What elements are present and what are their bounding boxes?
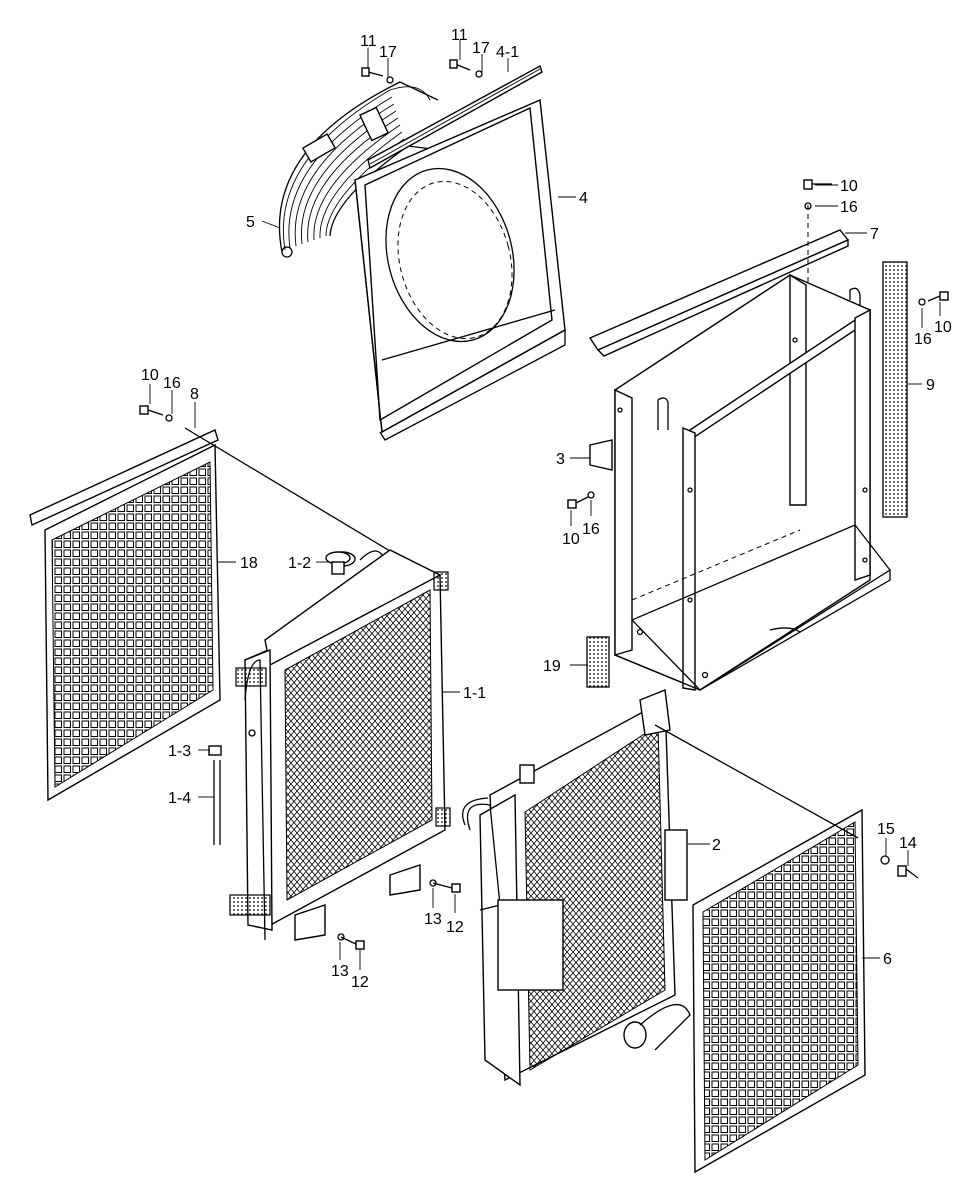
fan-shroud-part-4 <box>354 64 566 441</box>
oil-cooler-part-2 <box>462 689 691 1087</box>
top-plate-part-7 <box>588 179 850 357</box>
callout-7: 7 <box>870 226 879 243</box>
callout-5: 5 <box>246 214 255 231</box>
callout-3: 3 <box>556 451 565 468</box>
callout-15: 15 <box>877 821 895 838</box>
bolt-11-and-washer-17-top <box>361 59 483 84</box>
callout-16-top: 16 <box>840 199 858 216</box>
callout-13-right: 13 <box>424 911 442 928</box>
callout-4-1: 4-1 <box>496 44 519 61</box>
callout-labels: 11 17 11 17 4-1 4 5 10 16 7 16 10 9 3 10… <box>141 27 952 991</box>
callout-2: 2 <box>712 837 721 854</box>
radiator-frame-part-3 <box>589 273 891 691</box>
callout-14: 14 <box>899 835 917 852</box>
bolts-12-washers-13 <box>337 879 461 950</box>
callout-10-left: 10 <box>141 367 159 384</box>
callout-16-left: 16 <box>163 375 181 392</box>
screen-part-6 <box>654 724 919 1174</box>
callout-6: 6 <box>883 951 892 968</box>
callout-8: 8 <box>190 386 199 403</box>
drain-cock-and-tube-1-3-1-4 <box>208 745 222 845</box>
callout-1-2: 1-2 <box>288 555 311 572</box>
radiator-cap-part-1-2 <box>325 551 351 575</box>
callout-11-right: 11 <box>451 27 468 44</box>
foam-seal-part-9 <box>882 261 908 518</box>
callout-12-bottom: 12 <box>351 974 369 991</box>
callout-17-right: 17 <box>472 40 490 57</box>
screen-part-18 <box>29 405 431 802</box>
callout-1-3: 1-3 <box>168 743 191 760</box>
callout-16-right: 16 <box>914 331 932 348</box>
foam-block-part-19 <box>586 636 610 688</box>
callout-12-right: 12 <box>446 919 464 936</box>
callout-13-bottom: 13 <box>331 963 349 980</box>
callout-11-left: 11 <box>360 33 377 50</box>
callout-16-frame: 16 <box>582 521 600 538</box>
callout-10-frame: 10 <box>562 531 580 548</box>
callout-18: 18 <box>240 555 258 572</box>
callout-1-1: 1-1 <box>463 685 486 702</box>
callout-10-top: 10 <box>840 178 858 195</box>
callout-1-4: 1-4 <box>168 790 191 807</box>
callout-4: 4 <box>579 190 588 207</box>
callout-10-right: 10 <box>934 319 952 336</box>
callout-leaders <box>149 40 941 970</box>
callout-19: 19 <box>543 658 561 675</box>
radiator-part-1-1 <box>229 549 451 941</box>
callout-9: 9 <box>926 377 935 394</box>
callout-17-left: 17 <box>379 44 397 61</box>
bolt-10-and-washer-16-frame <box>567 291 949 509</box>
